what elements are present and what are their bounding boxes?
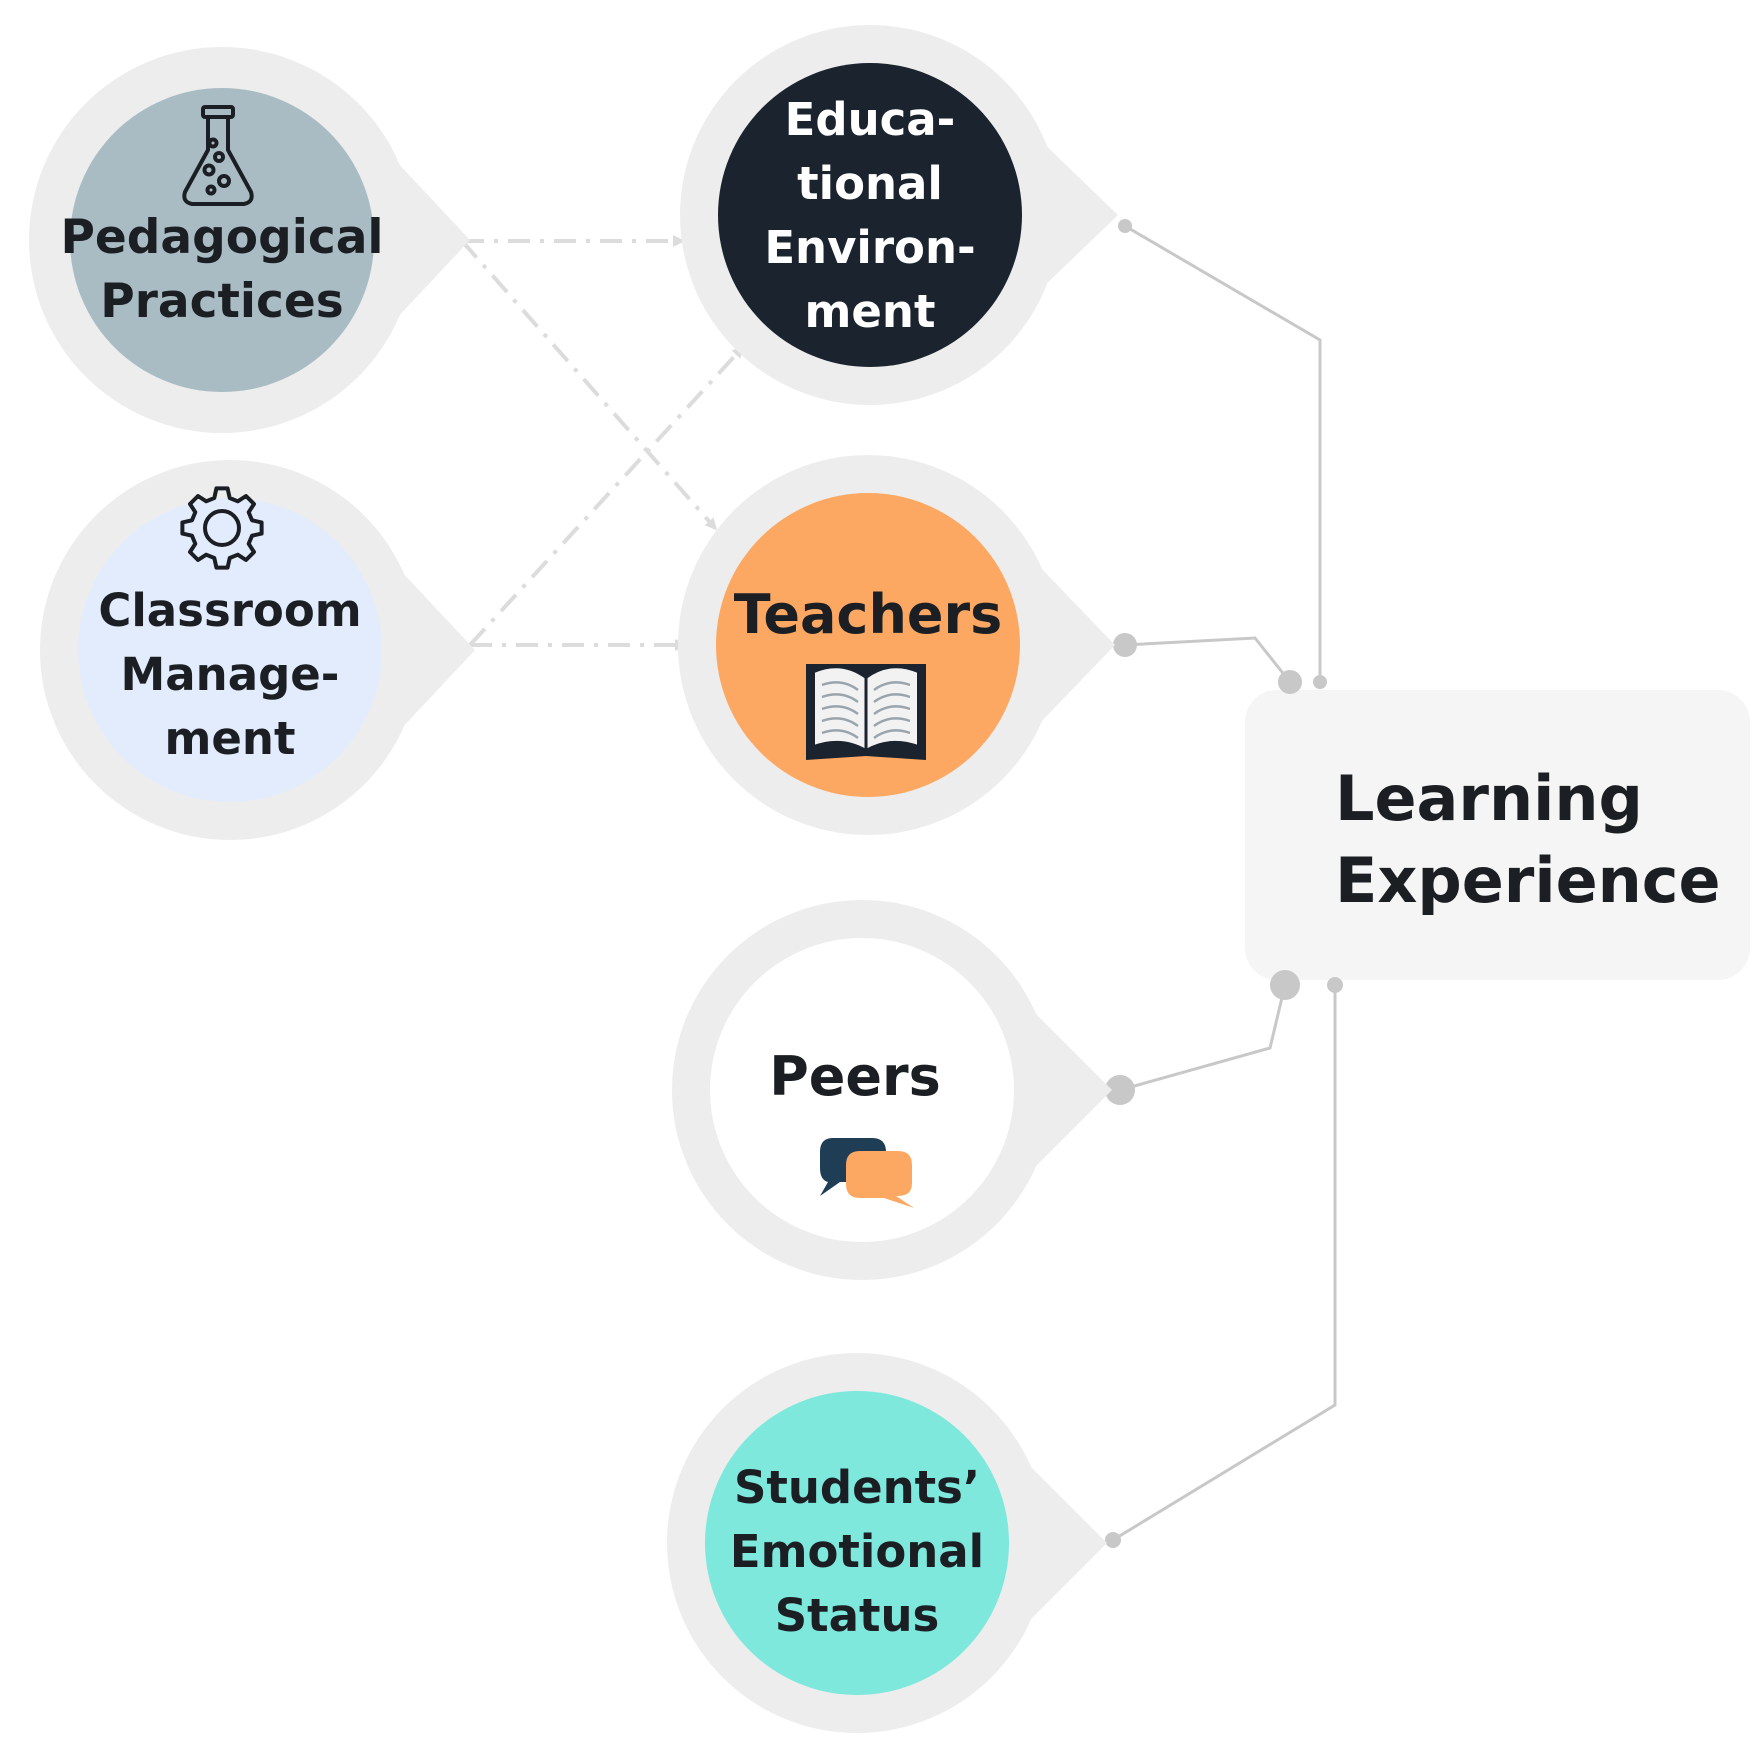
book-icon [806, 664, 926, 760]
influence-arrows [460, 235, 745, 651]
connector-dots [1105, 219, 1343, 1548]
nodes.pedagogical-line-2: Practices [100, 274, 344, 329]
nodes.peers-line-1: Peers [769, 1045, 941, 1108]
node-students-emotional-status [705, 1391, 1009, 1695]
label-teachers: Teachers [734, 583, 1003, 646]
learning-experience-box [1245, 690, 1750, 980]
nodes.classroom-line-3: ment [165, 712, 296, 765]
nodes.pedagogical-line-1: Pedagogical [60, 210, 383, 265]
nodes.students-line-2: Emotional [730, 1525, 984, 1578]
nodes.educational-line-2: tional [797, 157, 943, 210]
target-line-1: Learning [1335, 762, 1643, 835]
node-educational-environment [718, 63, 1022, 367]
connector-peers [1119, 984, 1287, 1092]
nodes.educational-line-3: Environ- [764, 221, 975, 274]
chat-bubbles-icon [820, 1138, 914, 1208]
label-peers: Peers [769, 1045, 941, 1108]
node-teachers [716, 493, 1020, 797]
node-peers [710, 938, 1014, 1242]
target-line-2: Experience [1335, 844, 1721, 917]
connector-lines [1112, 224, 1337, 1542]
arrow-pedagogical-to-teachers [460, 239, 717, 531]
connector-students [1112, 985, 1337, 1542]
arrow-classroom-to-educational [468, 345, 745, 647]
flask-icon [182, 105, 254, 206]
nodes.classroom-line-2: Manage- [121, 648, 340, 701]
connector-teachers [1124, 636, 1292, 683]
nodes.classroom-line-1: Classroom [98, 584, 361, 637]
node-classroom-management [78, 498, 382, 802]
nodes.educational-line-4: ment [805, 285, 936, 338]
connector-educational [1124, 224, 1322, 682]
nodes.educational-line-1: Educa- [785, 93, 956, 146]
nodes.teachers-line-1: Teachers [734, 583, 1003, 646]
gear-icon [180, 486, 264, 570]
nodes.students-line-1: Students’ [734, 1461, 980, 1514]
nodes.students-line-3: Status [775, 1589, 940, 1642]
node-pedagogical-practices [70, 88, 374, 392]
